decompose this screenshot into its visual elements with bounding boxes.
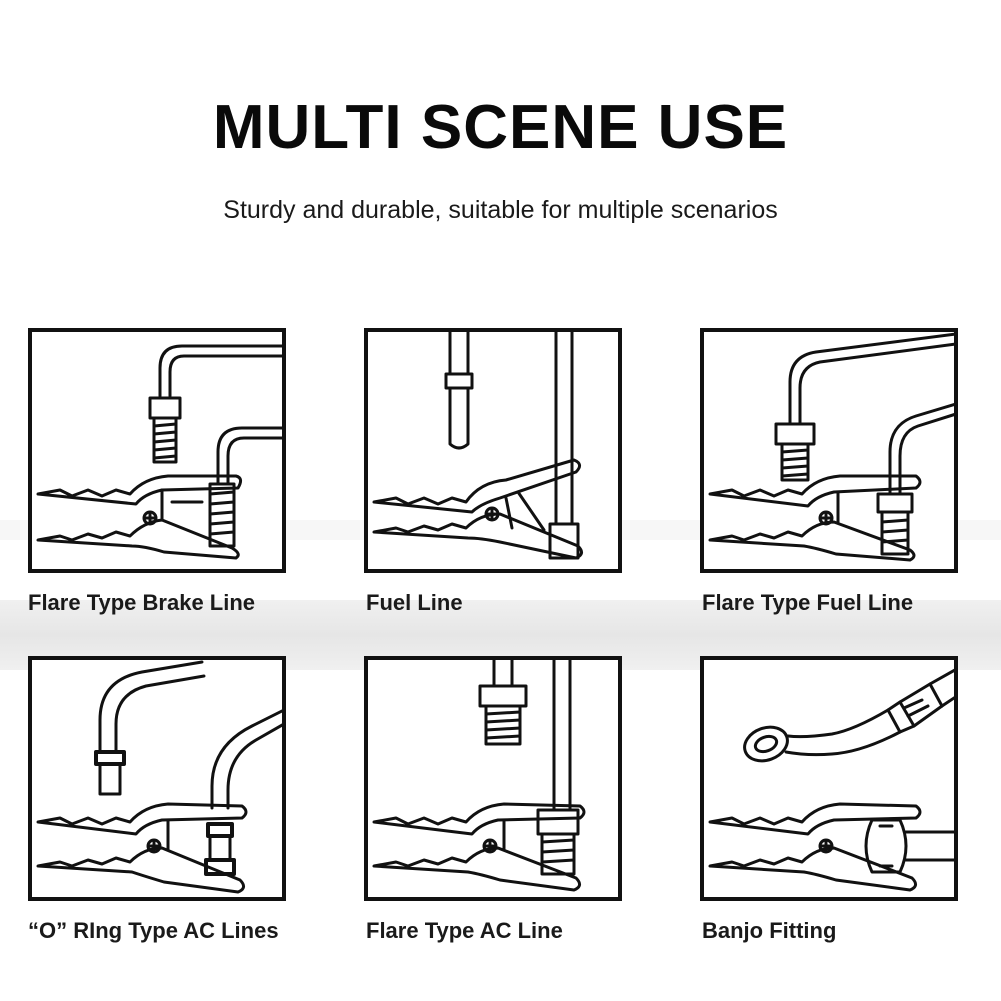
caption-flare-fuel-line: Flare Type Fuel Line [702,590,914,615]
panel-flare-fuel-line [700,328,958,573]
caption-banjo-fitting: Banjo Fitting [702,918,837,943]
flare-fuel-line-clamp-icon [708,332,954,562]
caption-fuel-line: Fuel Line [366,590,463,615]
panel-flare-ac-line [364,656,622,901]
caption-o-ring-ac-lines: “O” RIng Type AC Lines [28,918,279,943]
page-title: MULTI SCENE USE [212,93,789,162]
caption-flare-brake-line: Flare Type Brake Line [28,590,256,615]
banjo-fitting-clamp-icon [708,668,954,892]
panel-banjo-fitting [700,656,958,901]
fuel-line-clamp-icon [372,332,583,560]
caption-flare-ac-line: Flare Type AC Line [366,918,563,943]
panel-fuel-line [364,328,622,573]
flare-brake-line-clamp-icon [36,344,282,560]
panel-o-ring-ac-lines [28,656,286,901]
panel-flare-brake-line [28,328,286,573]
page-subtitle: Sturdy and durable, suitable for multipl… [223,196,778,224]
flare-ac-line-clamp-icon [372,660,586,892]
o-ring-ac-line-clamp-icon [36,660,282,894]
